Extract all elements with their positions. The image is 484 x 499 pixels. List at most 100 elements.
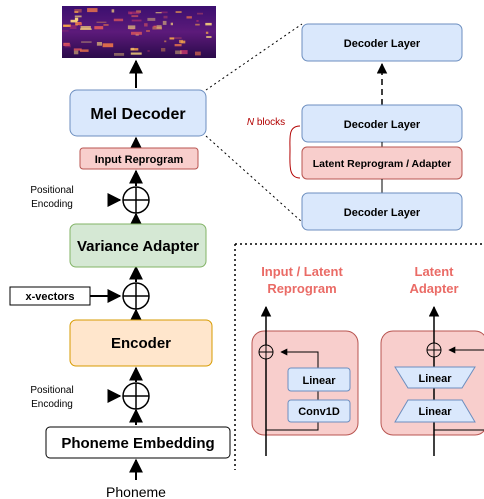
spectrogram-streak <box>195 51 201 56</box>
spectrogram-streak <box>87 8 98 13</box>
spectrogram-streak <box>113 18 124 22</box>
mel-decoder-label: Mel Decoder <box>90 106 185 123</box>
pipeline-arrows <box>90 59 143 480</box>
encoder-box: Encoder <box>69 319 213 367</box>
spectrogram-streak <box>175 11 182 13</box>
spectrogram-streak <box>74 11 79 13</box>
decoder-layer-bottom-label: Decoder Layer <box>344 207 421 219</box>
spectrogram-streak <box>69 25 77 29</box>
adapter-down-projection <box>394 399 476 423</box>
decoder-layer-middle-label: Decoder Layer <box>344 119 421 131</box>
variance-adapter-label: Variance Adapter <box>77 238 199 255</box>
spectrogram-streak <box>63 42 70 46</box>
spectrogram-streak <box>62 30 69 32</box>
adapter-up-projection <box>394 366 476 389</box>
zoom-guide-lines <box>205 23 303 223</box>
spectrogram-streak <box>205 22 212 26</box>
spectrogram-streak <box>80 49 89 52</box>
spectrogram-streak <box>94 26 104 30</box>
spectrogram-streak <box>64 44 71 48</box>
spectrogram-streak <box>81 41 92 43</box>
positional-encoding-bottom-line1: Positional <box>30 385 73 396</box>
positional-encoding-adder-bottom <box>122 382 150 410</box>
variance-adapter-box: Variance Adapter <box>69 223 207 268</box>
spectrogram-streak <box>75 22 82 25</box>
n-blocks-label: N blocks <box>247 117 285 128</box>
spectrogram-streak <box>170 22 173 26</box>
spectrogram-streak <box>73 48 82 51</box>
reprogram-title-line2: Reprogram <box>267 281 336 296</box>
positional-encoding-top-line2: Encoding <box>31 199 73 210</box>
spectrogram-streak <box>114 53 125 56</box>
spectrogram-streak <box>146 30 150 32</box>
positional-encoding-top-line1: Positional <box>30 185 73 196</box>
reprogram-conv-label: Conv1D <box>298 406 340 418</box>
spectrogram-streak <box>74 17 79 21</box>
spectrogram-streak <box>180 50 188 55</box>
spectrogram-streak <box>186 16 192 19</box>
input-reprogram-label: Input Reprogram <box>95 154 184 166</box>
spectrogram-streak <box>147 50 150 52</box>
spectrogram-streak <box>163 15 168 19</box>
x-vectors-box: x-vectors <box>9 286 91 306</box>
phoneme-embedding-label: Phoneme Embedding <box>61 435 214 452</box>
spectrogram-streak <box>111 9 115 13</box>
spectrogram-streak <box>78 23 82 26</box>
spectrogram-streak <box>75 24 79 26</box>
spectrogram-streak <box>162 20 167 25</box>
x-vector-adder <box>122 282 150 310</box>
spectrogram-streak <box>127 25 136 30</box>
decoder-layer-top-label: Decoder Layer <box>344 38 421 50</box>
spectrogram-streak <box>103 24 109 26</box>
spectrogram-streak <box>161 48 166 52</box>
phoneme-label: Phoneme <box>106 484 166 499</box>
input-reprogram-box: Input Reprogram <box>79 147 199 170</box>
spectrogram-streak <box>197 12 203 15</box>
spectrogram-streak <box>144 23 148 27</box>
reprogram-linear-label: Linear <box>302 375 336 387</box>
positional-encoding-bottom-line2: Encoding <box>31 399 73 410</box>
reprogram-module: Linear Conv1D <box>251 305 359 456</box>
spectrogram-streak <box>130 48 139 51</box>
spectrogram-streak <box>63 24 71 27</box>
adapter-title-line1: Latent <box>415 264 455 279</box>
spectrogram-streak <box>96 21 107 23</box>
spectrogram-streak <box>73 50 79 55</box>
spectrogram-streak <box>74 15 82 18</box>
spectrogram-streak <box>205 31 209 34</box>
spectrogram-streak <box>80 26 91 30</box>
x-vectors-label: x-vectors <box>26 291 75 303</box>
spectrogram-streak <box>196 20 199 22</box>
spectrogram-streak <box>174 37 182 39</box>
spectrogram-streak <box>153 25 157 28</box>
encoder-label: Encoder <box>111 335 171 352</box>
spectrogram-streak <box>179 39 183 44</box>
spectrogram-streak <box>147 17 156 21</box>
spectrogram-streak <box>156 25 162 29</box>
spectrogram-streak <box>130 52 142 55</box>
spectrogram-streak <box>131 19 142 22</box>
positional-encoding-adder-top <box>122 186 150 214</box>
latent-reprogram-label: Latent Reprogram / Adapter <box>313 158 451 170</box>
n-blocks-bracket <box>289 125 301 179</box>
reprogram-title-line1: Input / Latent <box>261 264 343 279</box>
adapter-module: Linear Linear <box>380 305 484 456</box>
spectrogram-streak <box>128 11 140 15</box>
spectrogram-streak <box>102 43 114 48</box>
spectrogram-streak <box>195 23 200 26</box>
decoder-detail: Decoder Layer Decoder Layer Latent Repro… <box>247 23 463 231</box>
spectrogram-streak <box>160 11 168 14</box>
spectrogram-streak <box>169 37 175 40</box>
spectrogram-streak <box>155 12 162 14</box>
mel-decoder-box: Mel Decoder <box>69 89 207 137</box>
module-detail-separator <box>234 243 484 470</box>
spectrogram-streak <box>96 42 102 46</box>
spectrogram-streak <box>174 44 182 47</box>
spectrogram-streak <box>74 9 82 13</box>
spectrogram-streak <box>131 31 142 35</box>
spectrogram-streak <box>131 15 139 18</box>
mel-spectrogram-image <box>62 6 216 58</box>
adapter-linear-bottom-label: Linear <box>418 406 452 418</box>
spectrogram-streak <box>164 40 167 43</box>
